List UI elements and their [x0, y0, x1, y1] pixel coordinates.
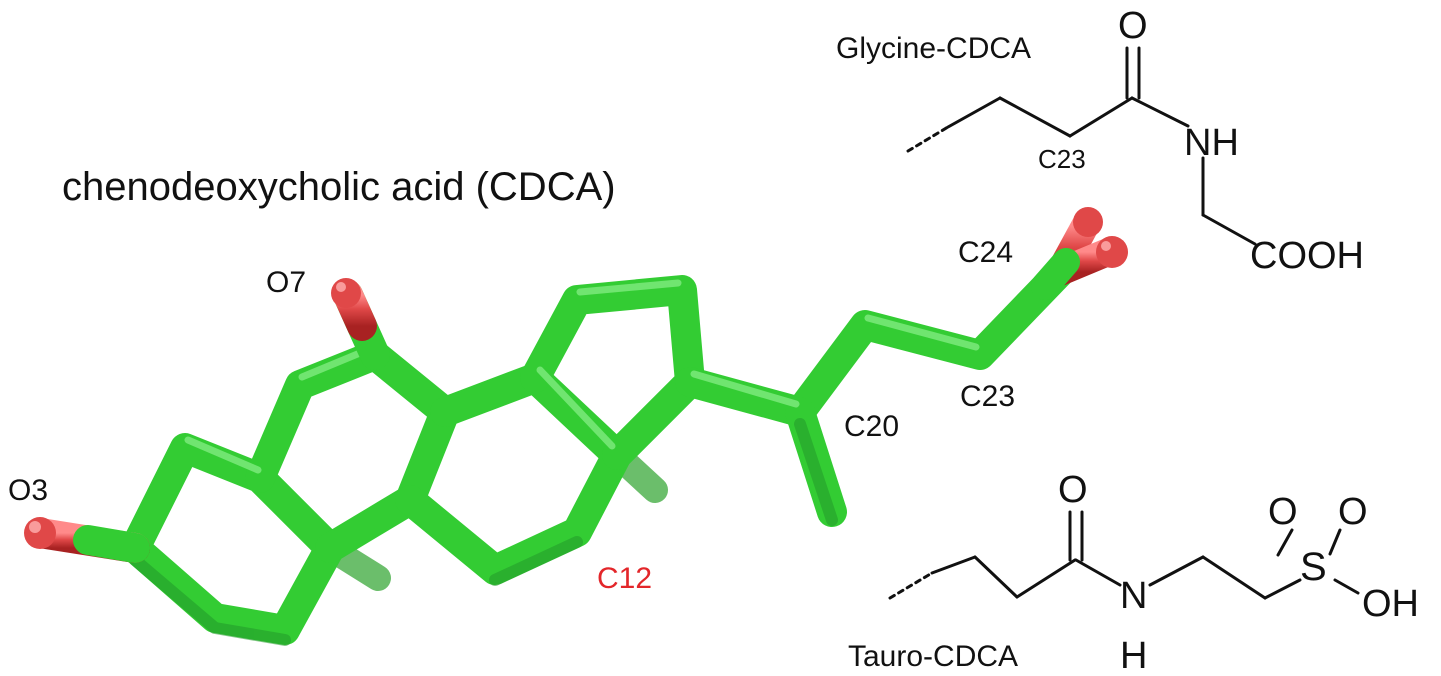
glycine-c23-label: C23	[1038, 144, 1086, 174]
tauro-sulfonyl-o2: O	[1338, 491, 1368, 533]
cdca-stick-model	[24, 207, 1128, 646]
atom-label-c23: C23	[960, 380, 1015, 413]
atom-label-c20: C20	[844, 410, 899, 443]
glycine-nh: NH	[1184, 122, 1239, 164]
tauro-oh: OH	[1362, 583, 1419, 625]
tauro-h: H	[1120, 635, 1147, 676]
glycine-cdca-structure: Glycine-CDCA O NH C23 COOH	[836, 5, 1364, 277]
glycine-cooh: COOH	[1250, 235, 1364, 277]
atom-label-o3: O3	[8, 474, 48, 507]
tauro-carbonyl-o: O	[1058, 469, 1088, 511]
oxygen-o3	[24, 517, 150, 563]
oxygen-o7	[331, 278, 390, 370]
atom-label-o7: O7	[266, 266, 306, 299]
tauro-name: Tauro-CDCA	[848, 640, 1018, 673]
tauro-n: N	[1120, 575, 1147, 617]
carbon-bonds	[120, 257, 1075, 645]
carboxyl-oxygens	[1031, 207, 1128, 300]
glycine-carbonyl-o: O	[1118, 5, 1148, 47]
title: chenodeoxycholic acid (CDCA)	[62, 165, 616, 209]
glycine-name: Glycine-CDCA	[836, 32, 1031, 65]
atom-label-c12: C12	[597, 562, 652, 595]
tauro-sulfonyl-o1: O	[1268, 491, 1298, 533]
tauro-cdca-structure: Tauro-CDCA O N H S O O OH	[848, 469, 1419, 676]
bond-shading	[129, 418, 838, 646]
tauro-s: S	[1300, 545, 1327, 589]
atom-label-c24: C24	[958, 236, 1013, 269]
